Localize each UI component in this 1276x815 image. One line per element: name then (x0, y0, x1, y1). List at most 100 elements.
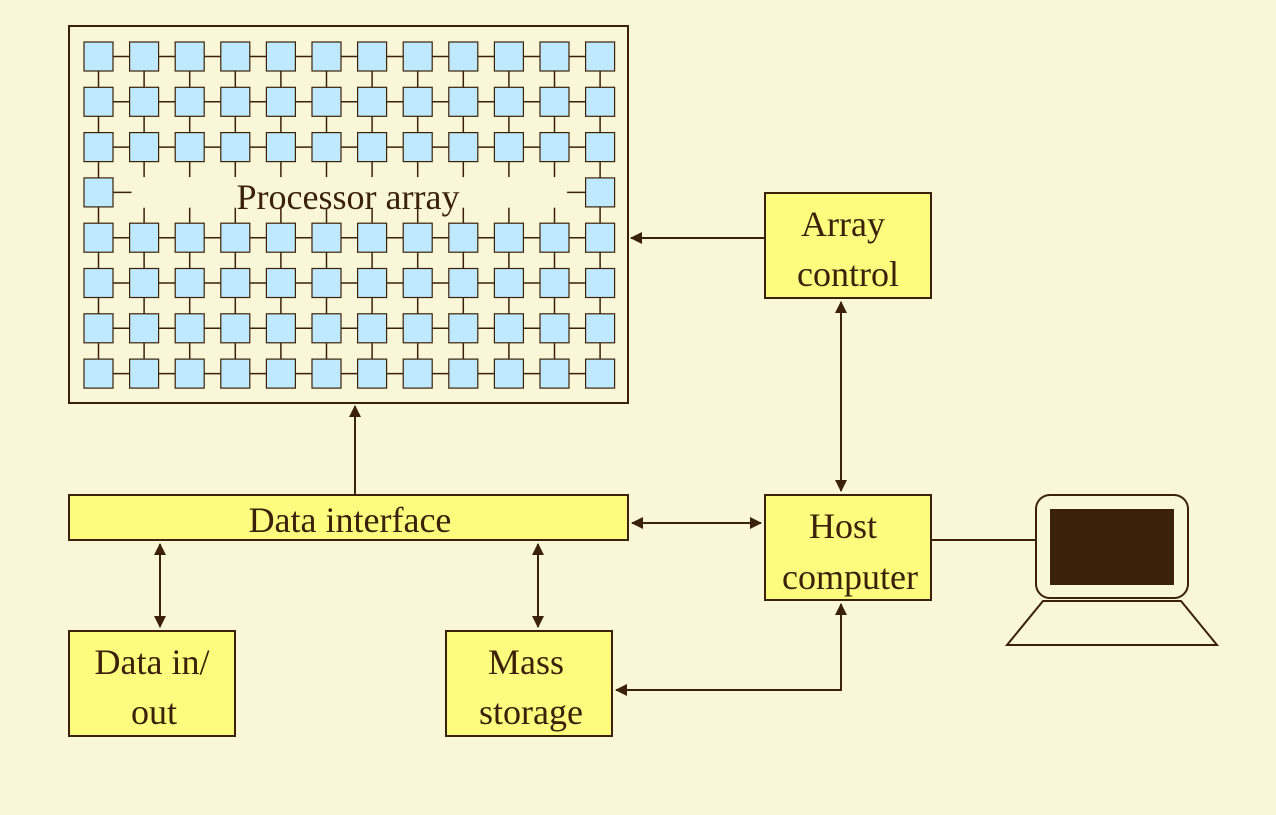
processor-cell (129, 86, 160, 117)
data-in-out-label-line1: Data in/ (95, 642, 210, 682)
processor-cell (129, 132, 160, 163)
processor-cell (174, 313, 205, 344)
processor-cell (402, 41, 433, 72)
mass-storage-box: Mass storage (445, 630, 613, 737)
processor-cell (584, 132, 616, 163)
processor-cell (129, 313, 160, 344)
processor-cell (83, 267, 114, 299)
processor-cell (83, 177, 114, 208)
processor-cell (448, 358, 479, 389)
processor-cell (129, 267, 160, 299)
processor-cell (493, 132, 524, 163)
processor-cell (448, 41, 479, 72)
array-control-box: Array control (764, 192, 932, 299)
processor-cell (265, 313, 296, 344)
processor-array-frame (68, 25, 629, 404)
laptop-base (1004, 600, 1220, 646)
processor-cell (129, 222, 160, 253)
processor-cell (311, 358, 342, 389)
processor-cell (357, 313, 388, 344)
processor-cell (493, 86, 524, 117)
processor-cell (539, 267, 570, 299)
processor-cell (584, 177, 616, 208)
processor-cell (265, 132, 296, 163)
processor-cell (83, 132, 114, 163)
data-interface-box: Data interface (68, 494, 629, 541)
processor-cell (357, 132, 388, 163)
processor-cell (493, 358, 524, 389)
processor-cell (220, 86, 251, 117)
processor-cell (539, 86, 570, 117)
processor-cell (174, 222, 205, 253)
processor-cell (584, 222, 616, 253)
processor-cell (357, 86, 388, 117)
processor-cell (539, 41, 570, 72)
processor-cell (402, 358, 433, 389)
processor-cell (220, 358, 251, 389)
processor-cell (311, 132, 342, 163)
laptop-screen (1050, 509, 1174, 585)
processor-cell (539, 222, 570, 253)
processor-cell (539, 358, 570, 389)
processor-cell (265, 86, 296, 117)
processor-cell (448, 267, 479, 299)
processor-cell (220, 132, 251, 163)
processor-cell (584, 358, 616, 389)
host-computer-label-line2: computer (782, 557, 918, 597)
processor-cell (584, 41, 616, 72)
processor-cell (265, 222, 296, 253)
processor-cell (83, 222, 114, 253)
processor-cell (584, 313, 616, 344)
array-control-label-line1: Array (801, 204, 885, 244)
data-in-out-rect (68, 630, 236, 737)
processor-cell (448, 222, 479, 253)
processor-cell (174, 267, 205, 299)
processor-cell (311, 86, 342, 117)
data-interface-label: Data interface (249, 500, 452, 540)
processor-cell (174, 132, 205, 163)
processor-cell (83, 86, 114, 117)
array-control-label-line2: control (797, 254, 899, 294)
processor-cell (448, 313, 479, 344)
processor-cell (357, 358, 388, 389)
processor-cell (584, 86, 616, 117)
processor-cell (357, 222, 388, 253)
processor-cell (448, 86, 479, 117)
processor-cell (584, 267, 616, 299)
processor-cell (493, 41, 524, 72)
processor-cell (220, 41, 251, 72)
mass-storage-label-line1: Mass (488, 642, 564, 682)
data-interface-rect (68, 494, 629, 541)
processor-cell (220, 313, 251, 344)
processor-cell (448, 132, 479, 163)
processor-cell (129, 41, 160, 72)
mass-storage-label-line2: storage (479, 692, 583, 732)
connectors (154, 232, 1036, 696)
host-computer-label-line1: Host (809, 506, 877, 546)
processor-cell (493, 267, 524, 299)
processor-array-label: Processor array (237, 177, 460, 217)
processor-cell (539, 132, 570, 163)
laptop-icon (1004, 494, 1220, 646)
processor-cell (83, 41, 114, 72)
processor-cell (493, 313, 524, 344)
mass-storage-rect (445, 630, 613, 737)
processor-cell (402, 267, 433, 299)
processor-array: Processor array (68, 25, 629, 404)
processor-cell (220, 267, 251, 299)
processor-cell (539, 313, 570, 344)
host-computer-box: Host computer (764, 494, 932, 601)
processor-cell (402, 222, 433, 253)
processor-cell (83, 313, 114, 344)
array-control-rect (764, 192, 932, 299)
processor-cell (402, 86, 433, 117)
processor-cell (220, 222, 251, 253)
processor-cell (174, 358, 205, 389)
host-computer-rect (764, 494, 932, 601)
processor-cell (265, 358, 296, 389)
arrow-mass-storage-host-computer (615, 603, 847, 696)
processor-cell (402, 313, 433, 344)
processor-cell (311, 222, 342, 253)
processor-cell (357, 267, 388, 299)
